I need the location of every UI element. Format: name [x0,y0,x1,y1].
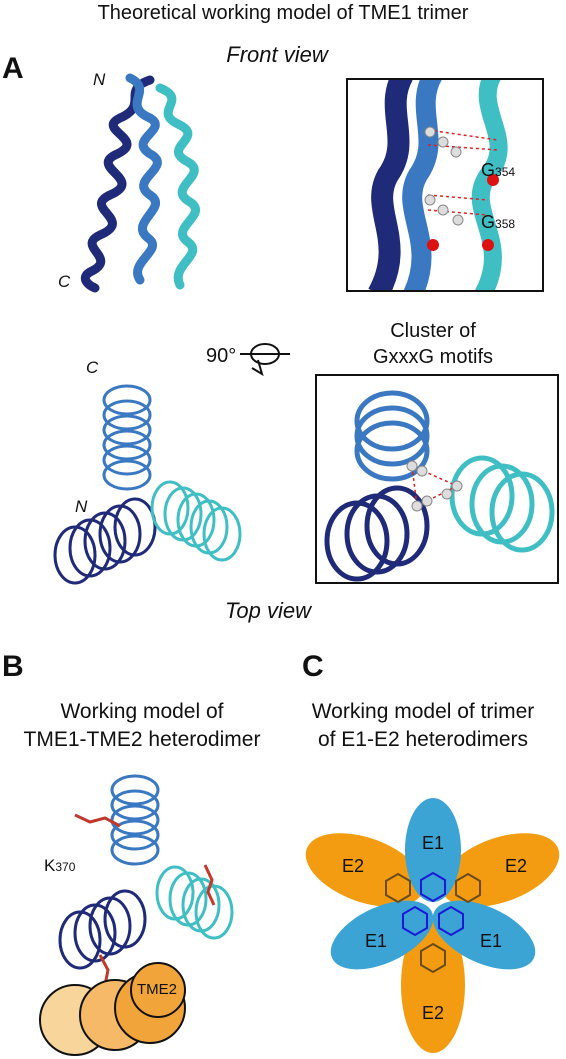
cluster-label-line2: GxxxG motifs [372,346,494,368]
g358-label: G358 [481,212,516,232]
e1-petal-left [330,900,434,970]
top-view-inset [315,374,559,584]
e2-petal-right [440,833,560,907]
front-n-terminus-label: N [93,70,106,89]
main-title: Theoretical working model of TME1 trimer [97,2,469,24]
front-view-helix-bundle [80,73,200,293]
rotation-arrow-icon [240,343,290,377]
heterodimer-coils [58,774,234,1001]
front-inset-graphics [368,80,508,290]
e1-label-top: E1 [422,833,445,853]
panel-b-title-line2: TME1-TME2 heterodimer [23,728,261,751]
panel-c-letter: C [302,650,324,683]
e2-petal-bottom [401,917,465,1053]
g354-label: G354 [481,160,516,180]
top-coil-blue [102,384,152,491]
e2-petal-left [305,833,425,907]
top-coil-teal [150,480,242,562]
rotation-label: 90° [206,345,237,367]
front-helix-navy [80,75,155,293]
k370-label: K370 [44,856,76,875]
b-coil-teal [155,865,234,940]
front-view-label: Front view [226,42,328,67]
e2-label-left: E2 [342,856,365,876]
top-view-coils [53,384,242,585]
e1-e2-trimer-diagram [305,798,560,1053]
panel-a-letter: A [2,52,24,85]
panel-c-title-line1: Working model of trimer [311,700,535,723]
top-coil-navy [53,497,157,585]
top-n-terminus-label: N [75,497,88,516]
e1-petal-top [405,798,461,902]
e2-label-bottom: E2 [422,1003,445,1023]
tme2-label: TME2 [137,981,178,998]
top-inset-graphics [324,390,555,582]
front-helix-blue [125,73,162,285]
e1-label-right: E1 [480,931,503,951]
cluster-label-line1: Cluster of [390,320,476,342]
front-view-inset: G354 G358 [346,78,544,292]
e2-label-right: E2 [505,856,528,876]
e2-helix-glyphs [385,872,481,974]
front-c-terminus-label: C [58,272,71,291]
top-view-label: Top view [224,598,312,623]
tme2-circle-front [130,962,186,1018]
b-coil-blue [110,774,160,866]
panel-b-title-line1: Working model of [60,700,224,723]
tme2-circles [39,962,186,1056]
e1-helix-glyphs [402,871,464,937]
b-coil-navy [58,889,147,970]
front-helix-teal [155,83,200,290]
panel-c-title-line2: of E1-E2 heterodimers [317,728,529,751]
top-c-terminus-label: C [86,358,99,377]
panel-b-letter: B [2,650,24,683]
e1-petal-right [432,900,536,970]
e1-label-left: E1 [365,931,388,951]
